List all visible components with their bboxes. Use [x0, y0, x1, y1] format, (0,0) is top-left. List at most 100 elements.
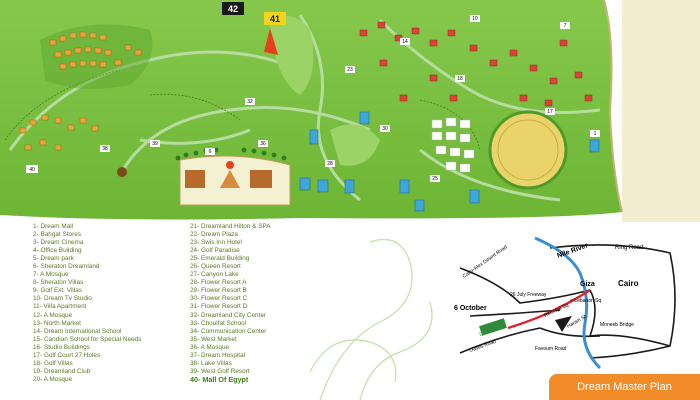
landmark-marker [117, 167, 127, 177]
legend-item[interactable]: 33- Choulfat School [190, 319, 247, 327]
golf-course-ring-inner [497, 119, 559, 181]
legend-item[interactable]: 11- Villa Apartment [33, 303, 87, 311]
svg-text:17: 17 [547, 109, 553, 115]
commercial-grid [431, 117, 475, 173]
legend-item[interactable]: 34- Communication Center [190, 327, 267, 335]
dreamland-site [479, 318, 507, 336]
svg-text:32: 32 [247, 99, 253, 105]
legend-item[interactable]: 31- Flower Resort D [190, 303, 248, 311]
svg-text:38: 38 [102, 146, 108, 152]
svg-text:39: 39 [152, 141, 158, 147]
legend-item[interactable]: 24- Golf Paradise [190, 247, 240, 255]
legend-item[interactable]: 22- Dream Plaza [190, 231, 238, 239]
legend-item[interactable]: 18- Golf Villas [33, 359, 73, 367]
zone-tag[interactable]: 25 [430, 175, 440, 182]
svg-text:6: 6 [209, 149, 212, 155]
zone-tag[interactable]: 6 [205, 148, 215, 155]
legend-item[interactable]: 23- Swis Inn Hotel [190, 239, 242, 247]
legend-item[interactable]: 35- West Market [190, 335, 237, 343]
label-nile-river: Nile River [556, 242, 589, 260]
legend-item[interactable]: 8- Sheraton Villas [33, 279, 84, 287]
label-giza: Giza [580, 281, 595, 288]
label-ring-road: Ring Road [615, 245, 643, 251]
tower-buildings [299, 111, 600, 212]
svg-text:40: 40 [29, 167, 35, 173]
villa-cluster-west [19, 31, 142, 151]
zone-tag[interactable]: 40 [26, 165, 38, 173]
label-26-july: 26 July Freeway [510, 292, 547, 298]
location-inset-map[interactable]: Ring Road Nile River Giza Cairo Cairo-Al… [440, 228, 692, 370]
legend-item[interactable]: 27- Canyon Lake [190, 271, 239, 279]
svg-text:36: 36 [260, 141, 266, 147]
golf-green-south [330, 124, 380, 166]
direction-arrow [264, 28, 278, 55]
zone-tag[interactable]: 36 [258, 140, 268, 147]
legend-item[interactable]: 20- A Mosque [33, 375, 73, 383]
zone-tag[interactable]: 7 [560, 22, 570, 29]
label-lebanon: < Lebanon Sq [570, 298, 601, 304]
label-cairo-alex: Cairo-Alex Desert Road [462, 244, 509, 279]
legend-item[interactable]: 28- Flower Resort A [190, 279, 247, 287]
nile-river [534, 236, 602, 370]
legend-item[interactable]: 3- Dream Cinema [33, 239, 84, 247]
legend-item[interactable]: 25- Emerald Building [190, 255, 250, 263]
legend-item[interactable]: 30- Flower Resort C [190, 295, 248, 303]
legend-item[interactable]: 7- A Mosque [33, 271, 69, 279]
golf-green [270, 16, 314, 95]
zone-tag[interactable]: 39 [150, 140, 160, 147]
svg-text:30: 30 [382, 126, 388, 132]
zone-tag[interactable]: 28 [325, 160, 335, 167]
label-6-october: 6 October [454, 305, 487, 312]
legend-item[interactable]: 32- Dreamland City Center [190, 311, 267, 319]
label-moneeb: Moneeb Bridge [600, 322, 634, 328]
decorative-swirl [309, 238, 433, 400]
legend-item[interactable]: 1- Dream Mall [33, 223, 74, 230]
zone-tag[interactable]: 32 [245, 98, 255, 105]
legend-item[interactable]: 21- Dreamland Hilton & SPA [190, 223, 271, 230]
zone-tag[interactable]: 14 [400, 38, 410, 45]
legend-item[interactable]: 6- Sheraton Dreamland [33, 263, 100, 271]
master-plan-map[interactable]: 42 41 [0, 0, 700, 222]
legend-item[interactable]: 12- A Mosque [33, 311, 73, 319]
zone-labels: 40 38 39 6 36 32 23 14 30 18 17 1 7 10 2… [26, 15, 600, 182]
svg-text:7: 7 [564, 23, 567, 29]
legend-item[interactable]: 26- Queen Resort [190, 263, 241, 271]
zone-tag[interactable]: 10 [470, 15, 480, 22]
svg-text:10: 10 [472, 16, 478, 22]
road-sign-41: 41 [264, 12, 286, 25]
road-lines [459, 244, 676, 359]
legend-item[interactable]: 2- Bahgat Stores [33, 231, 81, 239]
label-favoum: Favoum Road [535, 346, 567, 352]
route-highlight [507, 289, 591, 330]
legend-item[interactable]: 9- Golf Ext. Villas [33, 287, 82, 295]
zone-tag[interactable]: 1 [590, 130, 600, 137]
label-oases: Oases Road [469, 339, 497, 354]
legend-item[interactable]: 15- Candian School for Special Needs [33, 335, 142, 343]
svg-text:25: 25 [432, 176, 438, 182]
legend-item[interactable]: 16- Studio Buildings [33, 343, 90, 351]
zone-tag[interactable]: 17 [545, 108, 555, 115]
zone-tag[interactable]: 30 [380, 125, 390, 132]
land-edge [603, 0, 623, 213]
legend-item[interactable]: 13- North Market [33, 319, 81, 327]
legend-item[interactable]: 19- Dreamland Club [33, 367, 91, 375]
path-network [8, 14, 601, 202]
legend-item[interactable]: 10- Dream Tv Studio [33, 295, 92, 303]
zone-tag[interactable]: 38 [100, 145, 110, 152]
terrace-area [40, 24, 153, 89]
legend-item[interactable]: 5- Dream park [33, 255, 74, 263]
zone-tag[interactable]: 18 [455, 75, 465, 82]
legend-item[interactable]: 39- West Golf Resort [190, 367, 250, 375]
legend-item[interactable]: 36- A Mosque [190, 343, 230, 351]
svg-text:23: 23 [347, 67, 353, 73]
svg-text:18: 18 [457, 76, 463, 82]
legend-item[interactable]: 37- Dream Hospital [190, 351, 246, 359]
legend-item-highlight[interactable]: 40- Mall Of Egypt [190, 374, 249, 384]
legend-item[interactable]: 38- Lake Villas [190, 359, 232, 367]
legend-item[interactable]: 14- Dream International School [33, 327, 122, 335]
zone-tag[interactable]: 23 [345, 66, 355, 73]
road-sign-42: 42 [222, 2, 244, 15]
legend-item[interactable]: 4- Office Building [33, 247, 82, 255]
legend-item[interactable]: 29- Flower Resort B [190, 287, 247, 295]
legend-item[interactable]: 17- Golf Court 27 Holes [33, 351, 101, 359]
